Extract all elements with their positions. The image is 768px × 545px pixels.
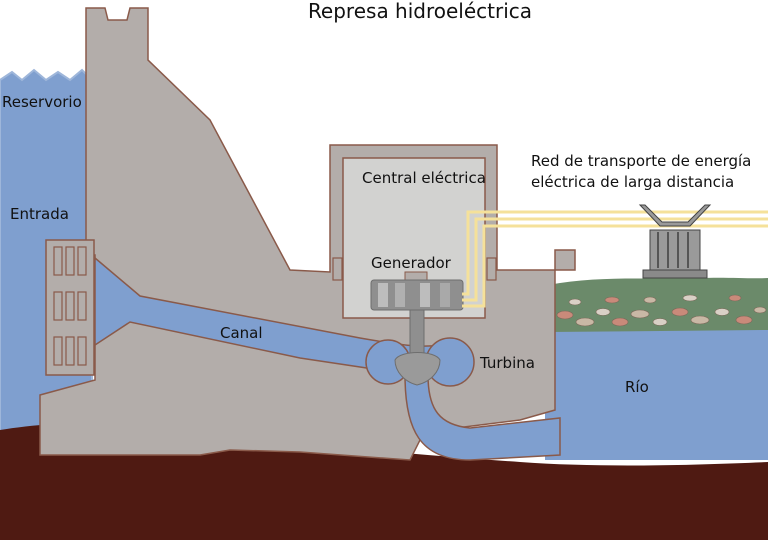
label-powerhouse: Central eléctrica — [362, 169, 486, 187]
label-river: Río — [625, 378, 649, 396]
river-water — [545, 330, 768, 460]
label-reservoir: Reservorio — [2, 93, 82, 111]
dam-body — [39, 7, 576, 461]
transmission-lines — [462, 210, 768, 308]
powerhouse-vent — [486, 257, 497, 281]
transformer — [638, 204, 712, 279]
label-penstock: Canal — [220, 324, 263, 342]
label-turbine: Turbina — [479, 354, 535, 372]
intake-grate — [45, 239, 95, 376]
turbine-runner — [394, 352, 441, 386]
label-transmission-line2: eléctrica de larga distancia — [531, 173, 734, 191]
label-generator: Generador — [371, 254, 452, 272]
diagram-title: Represa hidroeléctrica — [308, 0, 532, 23]
river-bank — [548, 277, 768, 332]
label-intake: Entrada — [10, 205, 69, 223]
draft-tube-water — [404, 374, 561, 461]
powerhouse-door — [332, 257, 343, 281]
riverbank-stones — [556, 294, 767, 327]
label-transmission-line1: Red de transporte de energía — [531, 152, 751, 170]
turbine-shaft — [409, 309, 425, 356]
